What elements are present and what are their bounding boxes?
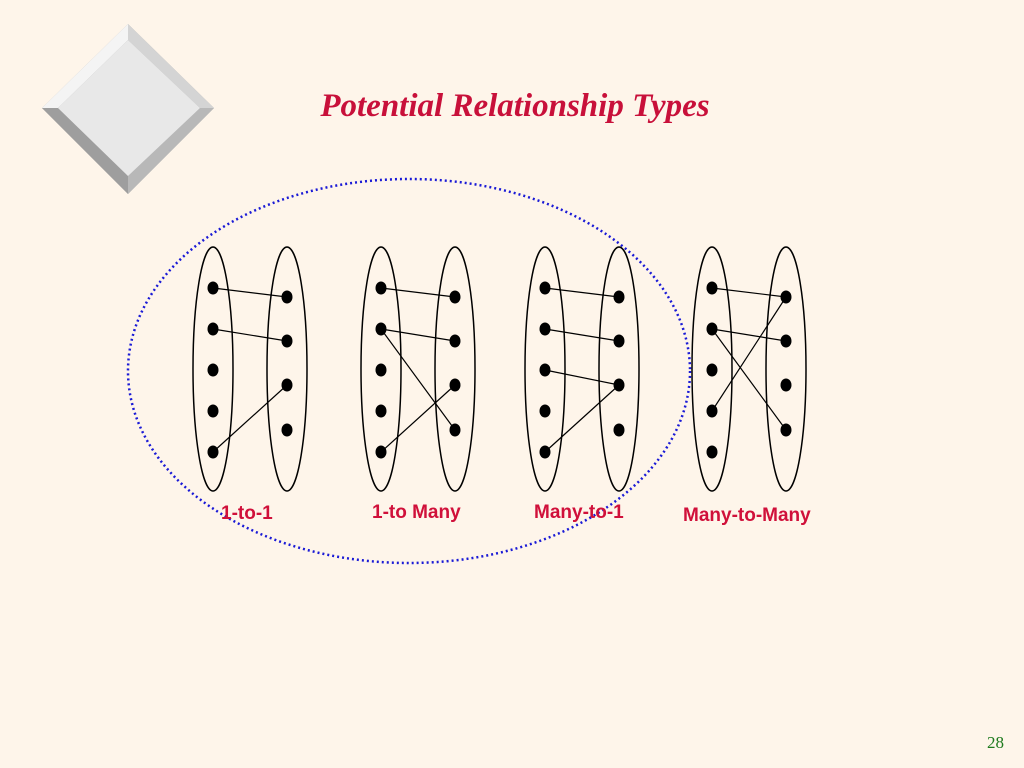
- left-set-dot: [375, 445, 387, 459]
- relationship-line: [544, 384, 620, 453]
- relationship-line: [212, 384, 288, 453]
- left-set-dot: [706, 322, 718, 336]
- left-set-dot: [207, 445, 219, 459]
- relationship-line: [380, 328, 456, 431]
- relationship-line: [380, 384, 456, 453]
- right-set-dot: [780, 334, 792, 348]
- right-set-dot: [449, 378, 461, 392]
- left-set-dot: [539, 281, 551, 295]
- slide-title: Potential Relationship Types: [320, 88, 710, 124]
- right-set-dot: [780, 423, 792, 437]
- label-one-to-one: 1-to-1: [221, 503, 273, 524]
- relationship-line: [711, 287, 787, 298]
- relationship-line: [380, 287, 456, 298]
- right-set-dot: [281, 290, 293, 304]
- right-set-dot: [613, 423, 625, 437]
- left-set-dot: [207, 404, 219, 418]
- right-set-ellipse: [765, 246, 807, 492]
- left-set-dot: [539, 445, 551, 459]
- page-number: 28: [987, 733, 1004, 752]
- right-set-dot: [613, 378, 625, 392]
- left-set-dot: [706, 445, 718, 459]
- right-set-dot: [780, 290, 792, 304]
- left-set-dot: [706, 363, 718, 377]
- right-set-ellipse: [434, 246, 476, 492]
- left-set-dot: [375, 404, 387, 418]
- relationship-line: [711, 328, 787, 342]
- grouping-ellipse: [126, 177, 692, 565]
- label-many-to-many: Many-to-Many: [683, 505, 811, 526]
- label-one-to-many: 1-to Many: [372, 502, 461, 523]
- left-set-dot: [375, 322, 387, 336]
- left-set-ellipse: [192, 246, 234, 492]
- left-set-dot: [539, 322, 551, 336]
- right-set-dot: [613, 290, 625, 304]
- left-set-dot: [706, 404, 718, 418]
- left-set-dot: [539, 363, 551, 377]
- right-set-ellipse: [266, 246, 308, 492]
- right-set-dot: [281, 334, 293, 348]
- relationship-line: [711, 296, 787, 412]
- left-set-dot: [375, 363, 387, 377]
- relationship-line: [711, 328, 787, 431]
- right-set-dot: [780, 378, 792, 392]
- bevel-diamond-icon: [42, 24, 214, 194]
- right-set-dot: [613, 334, 625, 348]
- relationship-line: [212, 287, 288, 298]
- left-set-dot: [539, 404, 551, 418]
- right-set-ellipse: [598, 246, 640, 492]
- relationship-line: [212, 328, 288, 342]
- relationship-line: [380, 328, 456, 342]
- left-set-dot: [207, 322, 219, 336]
- left-set-dot: [375, 281, 387, 295]
- left-set-dot: [207, 281, 219, 295]
- label-many-to-one: Many-to-1: [534, 502, 624, 523]
- relationship-line: [544, 328, 620, 342]
- left-set-dot: [207, 363, 219, 377]
- relationship-line: [544, 369, 620, 386]
- right-set-dot: [281, 423, 293, 437]
- right-set-dot: [281, 378, 293, 392]
- right-set-dot: [449, 334, 461, 348]
- relationship-line: [544, 287, 620, 298]
- left-set-dot: [706, 281, 718, 295]
- left-set-ellipse: [524, 246, 566, 492]
- left-set-ellipse: [360, 246, 402, 492]
- right-set-dot: [449, 423, 461, 437]
- right-set-dot: [449, 290, 461, 304]
- left-set-ellipse: [691, 246, 733, 492]
